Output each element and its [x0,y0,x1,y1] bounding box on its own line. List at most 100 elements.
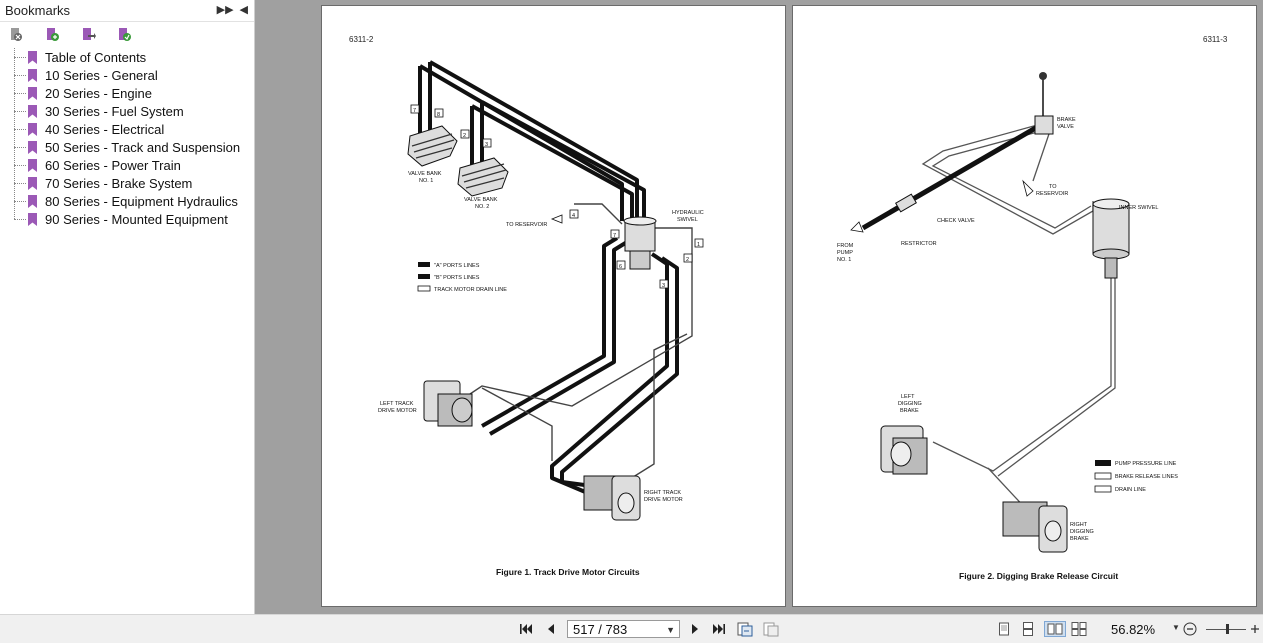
bookmark-icon [28,158,37,172]
figure-2-caption: Figure 2. Digging Brake Release Circuit [959,571,1119,581]
bookmarks-header: Bookmarks ▶▶ ◀ [0,0,254,22]
svg-text:BRAKE: BRAKE [900,408,919,414]
page-number-label: 6311-3 [1203,35,1228,44]
bookmark-label: 80 Series - Equipment Hydraulics [45,193,238,209]
expand-bookmark-icon [119,28,131,41]
bookmark-item[interactable]: 20 Series - Engine [14,84,254,102]
label-restrictor: RESTRICTOR [901,241,937,247]
valve-bank-1-graphic [407,125,458,167]
go-forward-view-button[interactable] [763,621,779,637]
legend-release-swatch [1094,472,1112,480]
legend-drain-label: DRAIN LINE [1115,487,1146,493]
legend-drain-swatch [1094,485,1112,493]
bookmark-icon [28,122,37,136]
go-back-view-button[interactable] [737,621,753,637]
label-left-track-motor: LEFT TRACK [380,401,414,407]
bookmark-item[interactable]: 70 Series - Brake System [14,174,254,192]
zoom-in-button[interactable] [1247,621,1263,637]
go-to-bookmark-button[interactable] [80,24,116,46]
next-view-icon [763,622,779,637]
bookmark-label: 40 Series - Electrical [45,121,165,137]
last-page-button[interactable] [711,621,727,637]
bookmark-item[interactable]: 60 Series - Power Train [14,156,254,174]
bookmark-icon [28,194,37,208]
svg-text:3: 3 [662,283,665,289]
legend-drain-label: TRACK MOTOR DRAIN LINE [434,287,507,293]
page-number-field[interactable]: 517 / 783 ▼ [567,620,680,638]
svg-text:NO. 1: NO. 1 [837,257,851,263]
first-page-icon [520,624,532,634]
next-page-button[interactable] [687,621,703,637]
bookmark-icon [28,176,37,190]
add-bookmark-button[interactable] [44,24,80,46]
right-track-motor-graphic [583,475,641,521]
first-page-button[interactable] [518,621,534,637]
bookmark-item[interactable]: 90 Series - Mounted Equipment [14,210,254,228]
svg-text:8: 8 [437,112,440,118]
document-view[interactable]: 6311-2 [255,0,1263,614]
bookmark-icon [28,212,37,226]
svg-text:DIGGING: DIGGING [1070,529,1094,535]
svg-text:DRIVE MOTOR: DRIVE MOTOR [378,408,417,414]
page-dropdown-icon[interactable]: ▼ [666,625,675,635]
legend-b-label: "B" PORTS LINES [434,275,480,281]
bookmark-icon [28,140,37,154]
expand-bookmark-button[interactable] [116,24,152,46]
label-brake-valve: BRAKE [1057,117,1076,123]
continuous-facing-view-button[interactable] [1071,621,1087,637]
next-page-icon [692,624,698,634]
previous-page-icon [548,624,554,634]
right-digging-brake-graphic [1002,501,1068,553]
inner-swivel-graphic [1092,198,1130,279]
facing-view-button[interactable] [1044,621,1066,637]
zoom-in-icon [1251,625,1259,633]
svg-text:2: 2 [686,257,689,263]
legend-drain-swatch [417,285,431,292]
bookmark-label: 10 Series - General [45,67,158,83]
zoom-dropdown-icon[interactable]: ▼ [1172,623,1180,632]
legend-b-swatch [418,274,430,279]
label-hydraulic-swivel: HYDRAULIC [672,210,704,216]
bookmark-item[interactable]: 80 Series - Equipment Hydraulics [14,192,254,210]
zoom-out-button[interactable] [1182,621,1198,637]
single-page-view-button[interactable] [996,621,1012,637]
label-inner-swivel: INNER SWIVEL [1119,205,1158,211]
bookmark-icon [28,50,37,64]
previous-page-button[interactable] [543,621,559,637]
facing-pages-icon [1047,623,1063,635]
bookmark-item[interactable]: Table of Contents [14,48,254,66]
page-6311-2: 6311-2 [321,5,786,607]
page-number-label: 6311-2 [349,35,374,44]
svg-text:NO. 1: NO. 1 [419,178,433,184]
collapse-panel-icon[interactable]: ▶▶ [216,4,234,16]
bookmark-item[interactable]: 40 Series - Electrical [14,120,254,138]
close-panel-icon[interactable]: ◀ [239,4,248,16]
brake-valve-graphic [1034,72,1054,135]
bookmark-item[interactable]: 10 Series - General [14,66,254,84]
page-indicator-text: 517 / 783 [573,621,628,637]
continuous-view-button[interactable] [1020,621,1036,637]
digging-brake-diagram: BRAKE VALVE TO RESERVOIR INNER SWIVEL CH… [837,72,1178,553]
svg-text:DIGGING: DIGGING [898,401,922,407]
bookmark-item[interactable]: 30 Series - Fuel System [14,102,254,120]
delete-bookmark-button[interactable] [8,24,44,46]
last-page-icon [713,624,725,634]
previous-view-icon [737,622,753,637]
legend-a-label: "A" PORTS LINES [434,263,480,269]
bookmark-icon [28,68,37,82]
left-track-motor-graphic [423,380,473,427]
bookmark-icon [28,86,37,100]
label-left-digging-brake: LEFT [901,394,915,400]
zoom-out-icon [1183,622,1197,636]
legend-a-swatch [418,262,430,267]
zoom-slider-thumb[interactable] [1226,624,1229,634]
continuous-facing-icon [1071,622,1087,636]
bookmark-item[interactable]: 50 Series - Track and Suspension [14,138,254,156]
zoom-level[interactable]: 56.82% [1111,622,1156,637]
label-right-digging-brake: RIGHT [1070,522,1088,528]
track-drive-diagram: 7 8 2 3 4 1 2 3 6 7 VALVE BANK NO. 1 VAL… [378,60,704,521]
label-check-valve: CHECK VALVE [937,218,975,224]
bookmark-label: 60 Series - Power Train [45,157,181,173]
